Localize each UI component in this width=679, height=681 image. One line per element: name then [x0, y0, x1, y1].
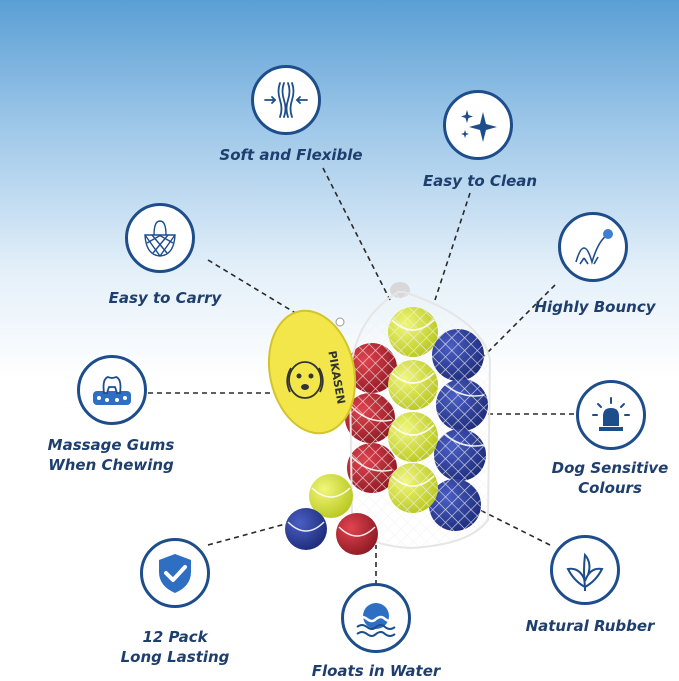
dog-colours-label: Dog Sensitive Colours	[551, 459, 669, 497]
bouncing-ball-icon	[575, 229, 613, 265]
floats-icon-circle	[341, 583, 411, 653]
natural-rubber-label: Natural Rubber	[525, 617, 655, 635]
easy-clean-icon-circle	[443, 90, 513, 160]
pack-icon-circle	[140, 538, 210, 608]
massage-gums-label: Massage Gums When Chewing	[47, 436, 175, 474]
shield-check-icon	[159, 554, 191, 593]
natural-rubber-icon-circle	[550, 535, 620, 605]
highly-bouncy-label: Highly Bouncy	[534, 298, 656, 316]
leaves-icon	[566, 552, 604, 591]
easy-clean-label: Easy to Clean	[422, 172, 538, 190]
mesh-bag-icon	[144, 220, 176, 257]
soft-flexible-label: Soft and Flexible	[219, 146, 363, 164]
compress-arrows-icon	[264, 82, 308, 118]
pack-label: 12 Pack Long Lasting	[120, 628, 230, 666]
soft-flexible-icon-circle	[251, 65, 321, 135]
brand-tag	[267, 309, 357, 435]
easy-carry-label: Easy to Carry	[108, 289, 222, 307]
easy-carry-icon-circle	[125, 203, 195, 273]
highly-bouncy-icon-circle	[558, 212, 628, 282]
floats-label: Floats in Water	[311, 662, 441, 680]
siren-light-icon	[592, 397, 630, 431]
tooth-icon	[93, 376, 131, 405]
loose-balls	[285, 474, 378, 555]
sparkle-icon	[461, 110, 497, 142]
massage-gums-icon-circle	[77, 355, 147, 425]
mesh-bag	[348, 291, 492, 550]
water-wave-icon	[356, 603, 396, 637]
dog-colours-icon-circle	[576, 380, 646, 450]
